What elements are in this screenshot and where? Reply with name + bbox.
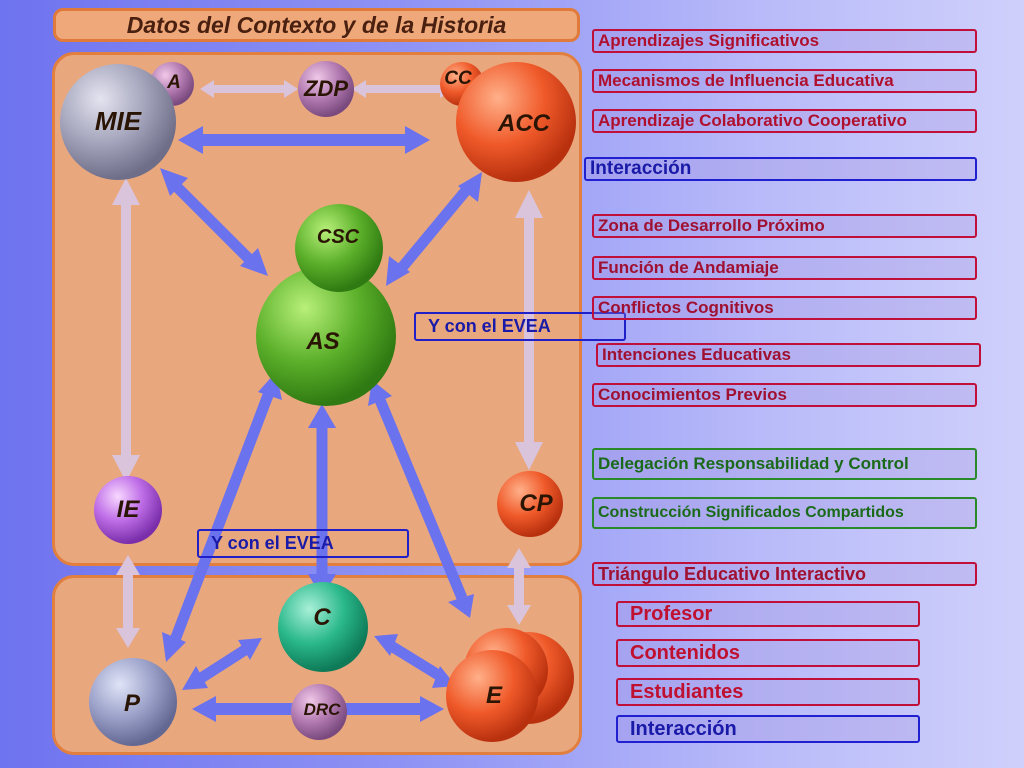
legend-delegacion: Delegación Responsabilidad y Control <box>592 448 977 480</box>
legend-funcion-andamiaje: Función de Andamiaje <box>592 256 977 280</box>
legend-construccion: Construcción Significados Compartidos <box>592 497 977 529</box>
legend-profesor: Profesor <box>616 601 920 627</box>
node-zdp-label: ZDP <box>304 76 348 101</box>
legend-interaccion-top: Interacción <box>584 157 977 181</box>
evea-label-right: Y con el EVEA <box>414 312 626 341</box>
legend-contenidos: Contenidos <box>616 639 920 667</box>
node-ie-label: IE <box>116 496 140 523</box>
node-drc-label: DRC <box>303 700 341 719</box>
node-mie-label: MIE <box>94 106 142 136</box>
node-csc-label: CSC <box>316 226 360 248</box>
node-a-label: A <box>167 72 181 93</box>
legend-zona-desarrollo: Zona de Desarrollo Próximo <box>592 214 977 238</box>
node-as-label: AS <box>306 328 340 355</box>
legend-conflictos-cognitivos: Conflictos Cognitivos <box>592 296 977 320</box>
blue-arrow-heads <box>160 168 482 690</box>
legend-triangulo: Triángulo Educativo Interactivo <box>592 562 977 586</box>
node-e-label: E <box>485 682 502 709</box>
legend-conocimientos-previos: Conocimientos Previos <box>592 383 977 407</box>
node-acc-label: ACC <box>498 110 550 137</box>
legend-aprendizajes-significativos: Aprendizajes Significativos <box>592 29 977 53</box>
pale-arrows <box>112 80 543 648</box>
legend-aprendizaje-colaborativo: Aprendizaje Colaborativo Cooperativo <box>592 109 977 133</box>
legend-intenciones-educativas: Intenciones Educativas <box>596 343 981 367</box>
legend-mecanismos-influencia: Mecanismos de Influencia Educativa <box>592 69 977 93</box>
node-cp-label: CP <box>519 490 553 517</box>
node-p-label: P <box>123 690 140 717</box>
spheres <box>60 61 576 746</box>
blue-arrow-shafts <box>169 181 473 685</box>
legend-estudiantes: Estudiantes <box>616 678 920 706</box>
node-cc-label: CC <box>444 68 472 89</box>
diagram-title: Datos del Contexto y de la Historia <box>53 8 580 42</box>
evea-label-bottom: Y con el EVEA <box>197 529 409 558</box>
node-c-label: C <box>313 604 331 631</box>
legend-interaccion-bottom: Interacción <box>616 715 920 743</box>
